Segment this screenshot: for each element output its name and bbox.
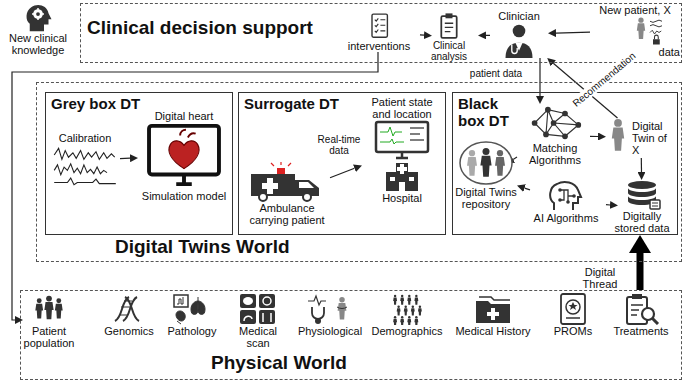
source-icon: Medical scan (226, 293, 290, 349)
interventions-icon: interventions (342, 12, 416, 52)
node-label: Digitally stored data (606, 210, 678, 234)
heart-monitor: Digital heartSimulation model (138, 110, 230, 202)
node-label: Demographics (372, 325, 443, 337)
node-label: Digital Twins repository (455, 186, 517, 210)
node-label: Medical History (455, 325, 530, 337)
ai-symbol (546, 180, 586, 212)
treat-symbol (621, 293, 661, 325)
network-icon: Matching Algorithms (520, 104, 590, 166)
demo-symbol (388, 293, 427, 325)
source-icon: Demographics (370, 293, 444, 337)
patient-symbol (605, 16, 665, 46)
proms-symbol (553, 293, 593, 325)
node-label: Simulation model (142, 190, 226, 202)
flow-arrow (556, 32, 590, 34)
waveform: Calibration (50, 132, 120, 188)
path-symbol (172, 293, 212, 325)
node-label: AI Algorithms (534, 212, 599, 224)
source-icon: Pathology (163, 293, 221, 337)
analysis-icon: Clinical analysis (420, 12, 478, 62)
node-label: Treatments (613, 325, 668, 337)
flow-arrow (120, 158, 130, 160)
edge-label: Recommendation (568, 48, 639, 110)
region-box: Digital Twins WorldGrey box DTCalibratio… (36, 82, 682, 262)
database-icon: Digitally stored data (606, 180, 678, 234)
hist-symbol (473, 293, 513, 325)
node-label: New clinical knowledge (2, 32, 74, 56)
source-icon: Patient population (23, 293, 75, 349)
node-label: Patient state and location (362, 96, 442, 120)
edge-label: patient data (466, 68, 526, 79)
node-label: Matching Algorithms (520, 142, 590, 166)
mon-symbol (372, 120, 432, 160)
wave-symbol (52, 144, 118, 188)
region-title: Physical World (211, 353, 431, 374)
region-title: Digital Twins World (115, 237, 375, 258)
source-icon: Medical History (450, 293, 536, 337)
node-label: Medical scan (226, 325, 290, 349)
flow-arrow (590, 136, 598, 137)
flow-arrow (539, 58, 540, 96)
node-label: Clinical analysis (420, 40, 478, 62)
node-label: New patient, X (599, 4, 671, 16)
node-label: Digital Twin of X (632, 120, 672, 156)
twin-symbol (606, 118, 630, 158)
source-icon: PROMs (548, 293, 598, 337)
dt-panel: Grey box DTCalibrationDigital heartSimul… (45, 92, 233, 235)
hospital-monitor: Patient state and locationHospital (362, 96, 442, 204)
thread-arrow (637, 253, 644, 290)
ambulance-icon: Ambulance carrying patient (244, 162, 330, 226)
flow-arrow (330, 168, 355, 177)
flow-arrow (525, 188, 530, 190)
source-icon: Genomics (100, 293, 158, 337)
node-label: Physiological (298, 325, 362, 337)
db-symbol (622, 180, 662, 210)
hosp-symbol (382, 160, 422, 192)
region-title: Black box DT (458, 96, 516, 129)
node-label: Clinician (498, 10, 540, 22)
repo-symbol (458, 140, 514, 186)
flow-arrow (486, 35, 490, 36)
node-label: Hospital (382, 192, 422, 204)
twin-icon: Digital Twin of X (606, 118, 676, 158)
node-label: interventions (348, 40, 410, 52)
clip-symbol (435, 12, 463, 40)
knowledge-icon: New clinical knowledge (2, 2, 74, 56)
clinician-icon: Clinician (490, 10, 548, 58)
flow-arrow (606, 204, 610, 206)
phys-symbol (306, 293, 354, 325)
heart-symbol (145, 122, 223, 190)
patient-icon: New patient, Xdata (590, 4, 680, 58)
region-box: Clinical decision supportinterventions Cl… (80, 3, 682, 63)
node-label: Ambulance carrying patient (244, 202, 330, 226)
dna-symbol (109, 293, 149, 325)
region-box: Physical World Patient population Genomics… (20, 290, 682, 380)
node-label: Calibration (59, 132, 112, 144)
node-label: Patient population (23, 325, 75, 349)
amb-symbol (247, 162, 327, 202)
region-title: Clinical decision support (87, 18, 357, 39)
dt-panel: Surrogate DTAmbulance carrying patientPa… (238, 92, 446, 235)
node-label: Genomics (104, 325, 154, 337)
source-icon: Treatments (606, 293, 676, 337)
node-label: PROMs (554, 325, 593, 337)
edge-label: Digital Thread (566, 266, 634, 290)
pop-symbol (31, 293, 67, 325)
node-label: Pathology (168, 325, 217, 337)
edge-label: Real-time data (316, 134, 362, 156)
flow-arrow (641, 158, 642, 172)
brain-symbol (23, 2, 53, 32)
ai-icon: AI Algorithms (530, 180, 602, 224)
node-label: Digital heart (155, 110, 214, 122)
source-icon: Physiological (295, 293, 365, 337)
doctor-symbol (501, 22, 537, 58)
dt-panel: Black box DTMatching AlgorithmsDigital T… (452, 92, 678, 235)
flow-arrow (513, 157, 517, 159)
scan-symbol (238, 293, 278, 325)
doc-symbol (365, 12, 393, 40)
repository-icon: Digital Twins repository (455, 140, 517, 210)
flow-arrow (420, 34, 424, 35)
